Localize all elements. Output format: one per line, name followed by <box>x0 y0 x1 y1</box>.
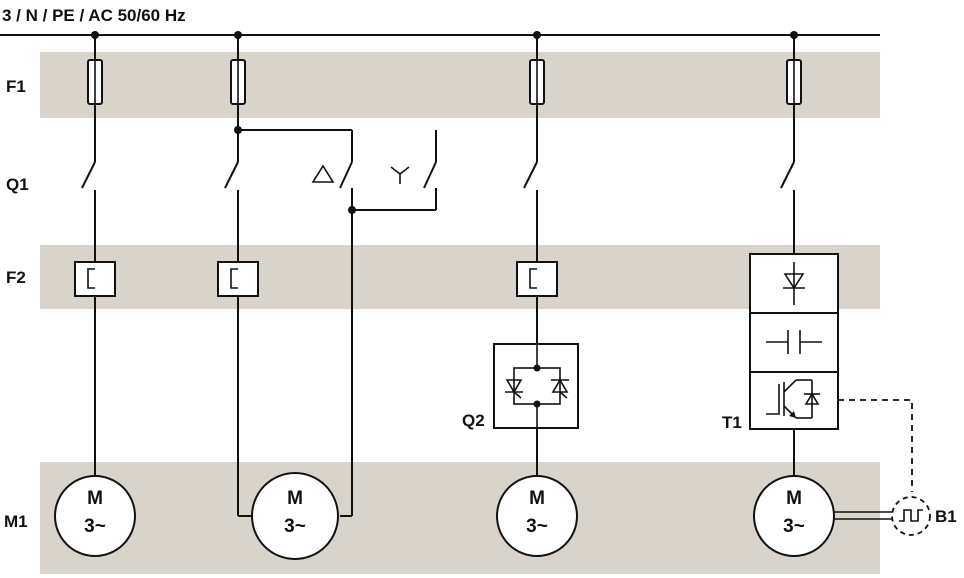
fuse-f1-icon <box>786 59 802 105</box>
igbt-icon <box>766 379 820 419</box>
branch-star-delta <box>217 31 437 560</box>
star-contactor-icon <box>423 161 437 189</box>
switch-q1-icon <box>523 161 538 189</box>
switch-q1-icon <box>224 161 239 189</box>
fuse-f1-icon <box>87 59 103 105</box>
switch-q1-icon <box>780 161 795 189</box>
band-m1 <box>40 462 880 574</box>
band-f2 <box>40 245 880 309</box>
motor-text-m: M <box>287 488 303 509</box>
motor-text-3phase: 3~ <box>284 516 306 537</box>
dc-link-capacitor-icon <box>766 330 822 354</box>
delta-symbol-icon <box>311 164 335 183</box>
b1-label: B1 <box>935 507 957 526</box>
branch-frequency-inverter: T1 B1 <box>722 31 957 557</box>
motor-labels: M 3~ M 3~ M 3~ M 3~ <box>84 488 805 537</box>
inverter-t1-icon <box>749 253 839 430</box>
branch-soft-starter: Q2 <box>462 31 579 557</box>
overload-relay-f2-icon <box>217 261 259 297</box>
branch-direct-on-line <box>54 31 136 557</box>
overload-relay-f2-icon <box>74 261 116 297</box>
motor-text-3phase: 3~ <box>526 516 548 537</box>
row-label-m1: M1 <box>4 512 28 531</box>
fuse-f1-icon <box>529 59 545 105</box>
rectifier-diode-icon <box>783 262 805 305</box>
motor-text-m: M <box>529 488 545 509</box>
motor-m1-icon <box>753 475 835 557</box>
q2-label: Q2 <box>462 411 485 430</box>
motor-text-m: M <box>87 488 103 509</box>
motor-text-m: M <box>786 488 802 509</box>
delta-contactor-icon <box>339 161 353 189</box>
switch-q1-icon <box>81 161 96 189</box>
fuse-f1-icon <box>230 59 246 105</box>
motor-m1-icon <box>496 475 578 557</box>
encoder-b1-icon <box>891 496 931 536</box>
supply-label: 3 / N / PE / AC 50/60 Hz <box>2 6 186 25</box>
overload-relay-f2-icon <box>516 261 558 297</box>
soft-starter-q2-icon <box>493 343 579 429</box>
motor-m1-icon <box>54 475 136 557</box>
row-label-f2: F2 <box>6 268 26 287</box>
band-f1 <box>40 52 880 118</box>
feedback-line <box>838 399 913 492</box>
motor-m1-icon <box>251 472 339 560</box>
star-symbol-icon <box>390 166 410 184</box>
row-label-f1: F1 <box>6 77 26 96</box>
motor-text-3phase: 3~ <box>783 516 805 537</box>
motor-text-3phase: 3~ <box>84 516 106 537</box>
row-label-q1: Q1 <box>6 175 29 194</box>
t1-label: T1 <box>722 413 742 432</box>
